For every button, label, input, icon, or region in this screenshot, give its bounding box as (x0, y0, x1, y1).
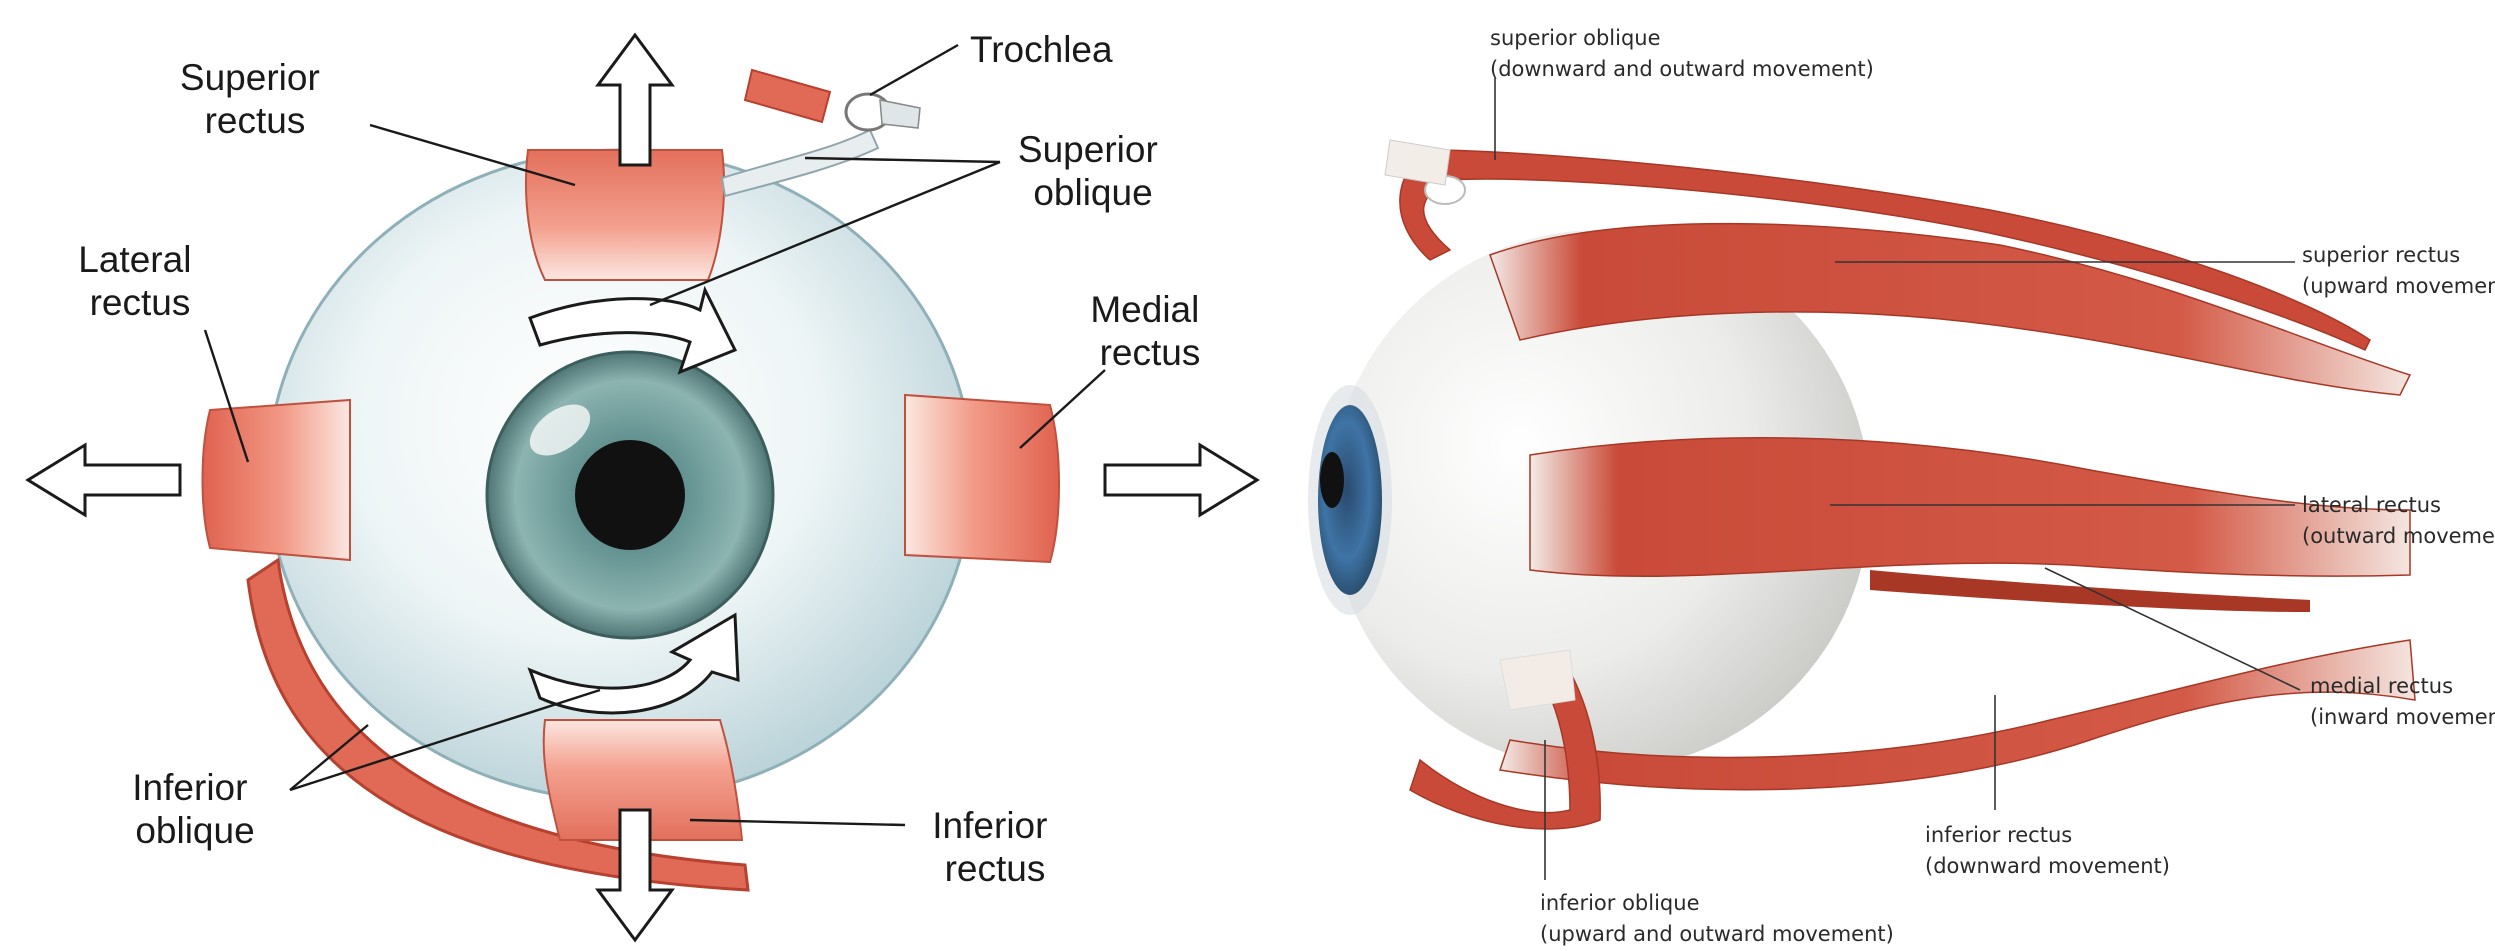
leader-trochlea (869, 43, 959, 97)
label-trochlea: Trochlea (970, 29, 1113, 70)
downward-movement-arrow (595, 808, 675, 943)
side-superior-oblique-tendon (1384, 139, 1451, 186)
superior-rectus-muscle (525, 149, 726, 281)
side-label-inferior-oblique: inferior oblique (upward and outward mov… (1540, 891, 1894, 946)
side-label-inferior-rectus: inferior rectus (downward movement) (1925, 823, 2170, 878)
label-superior-rectus: Superior rectus (180, 57, 330, 141)
leader-medial-rectus (1019, 369, 1106, 449)
side-leader-medial-rectus (2044, 567, 2301, 691)
label-inferior-oblique: Inferior oblique (132, 767, 257, 851)
front-view-svg: Superior rectus Trochlea Superior obliqu… (25, 29, 1260, 943)
cornea-highlight (529, 404, 591, 456)
leader-inferior-rectus (689, 818, 906, 827)
side-inferior-oblique-tendon (1499, 649, 1576, 711)
lateral-rectus-muscle (201, 398, 351, 562)
inferior-oblique-rotation-arrow (527, 612, 740, 715)
inferior-rectus-muscle (542, 719, 744, 841)
pupil-front (575, 440, 685, 550)
leader-inferior-oblique-a (289, 688, 601, 792)
leader-inferior-oblique-b (289, 724, 369, 791)
inward-movement-arrow (1103, 442, 1260, 518)
leader-superior-oblique-b (649, 160, 1001, 307)
label-superior-oblique: Superior oblique (1018, 129, 1168, 213)
side-label-lateral-rectus: lateral rectus (outward movement) (2302, 493, 2495, 548)
superior-oblique-muscle-belly (743, 68, 832, 124)
leader-superior-oblique-a (804, 156, 1001, 164)
leader-superior-rectus (369, 123, 576, 187)
upward-movement-arrow (595, 32, 675, 167)
side-label-superior-rectus: superior rectus (upward movement) (2302, 243, 2495, 298)
superior-oblique-rotation-arrow (528, 285, 738, 375)
side-lateral-rectus-muscle (1529, 437, 2411, 577)
outward-movement-arrow (25, 442, 182, 518)
medial-rectus-muscle (904, 393, 1060, 564)
label-medial-rectus: Medial rectus (1090, 289, 1209, 373)
side-view-svg: superior oblique (downward and outward m… (1308, 26, 2495, 946)
pupil-side (1320, 452, 1344, 508)
label-inferior-rectus: Inferior rectus (932, 805, 1057, 889)
trochlea-fibers (879, 99, 921, 129)
side-medial-rectus-muscle (1870, 570, 2310, 612)
side-label-medial-rectus: medial rectus (inward movement) (2310, 674, 2495, 729)
side-superior-rectus-muscle (1489, 222, 2412, 396)
label-lateral-rectus: Lateral rectus (78, 239, 201, 323)
inferior-oblique-muscle (246, 557, 750, 892)
side-view-diagram: superior oblique (downward and outward m… (1270, 0, 2495, 951)
superior-oblique-tendon (720, 128, 880, 198)
leader-lateral-rectus (203, 329, 250, 463)
front-view-diagram: Superior rectus Trochlea Superior obliqu… (25, 29, 1260, 943)
side-label-superior-oblique: superior oblique (downward and outward m… (1490, 26, 1874, 81)
side-superior-oblique-muscle (1399, 149, 2371, 351)
